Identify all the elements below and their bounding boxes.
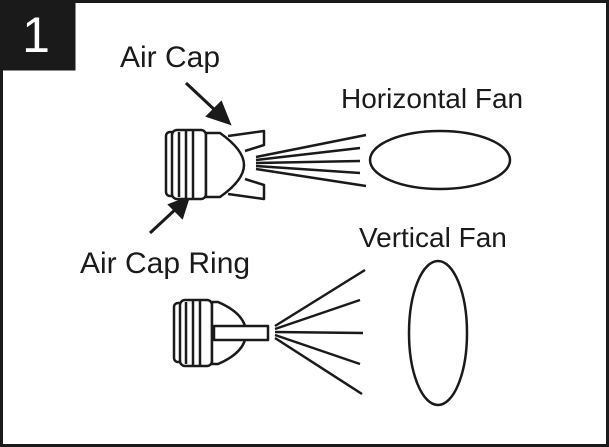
spray-gun-head-horizontal <box>164 128 512 201</box>
step-badge: 1 <box>1 1 76 71</box>
air-cap-ring-arrow <box>148 195 191 235</box>
vertical-fan-pattern <box>407 259 469 407</box>
spray-gun-head-vertical <box>172 259 469 407</box>
air-cap-arrow <box>184 81 232 126</box>
step-number: 1 <box>22 7 50 63</box>
air-cap-ring-label: Air Cap Ring <box>80 247 250 280</box>
air-cap-label: Air Cap <box>120 41 220 74</box>
horizontal-fan-pattern <box>368 129 512 191</box>
horizontal-fan-label: Horizontal Fan <box>341 83 523 114</box>
vertical-fan-label: Vertical Fan <box>359 222 507 253</box>
